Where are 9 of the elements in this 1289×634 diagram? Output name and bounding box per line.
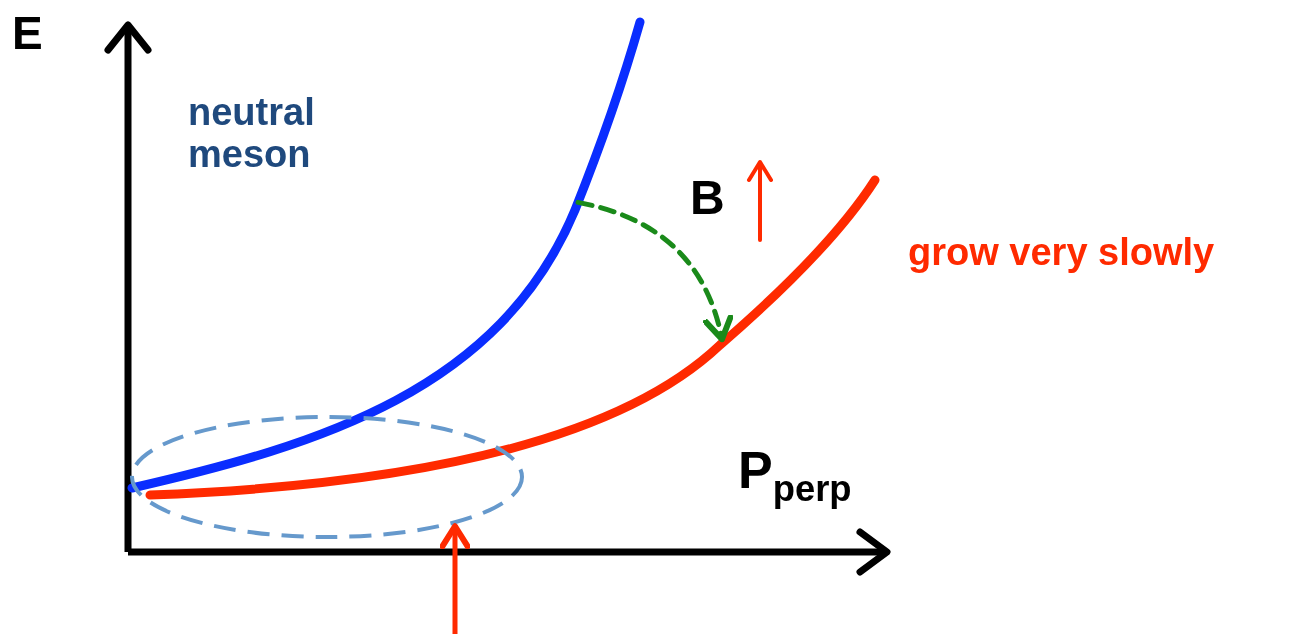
axis-label: E [12, 8, 43, 59]
arrow [439, 523, 471, 634]
dashed-ellipse [130, 415, 524, 539]
axis-label: P$_{perp}$ [738, 442, 852, 509]
curve-label: grow very slowly [908, 232, 1215, 274]
field-label: B [690, 172, 725, 225]
curve-label: neutral meson [188, 92, 316, 176]
energy-curve [127, 17, 645, 493]
dashed-arrow [575, 199, 733, 343]
